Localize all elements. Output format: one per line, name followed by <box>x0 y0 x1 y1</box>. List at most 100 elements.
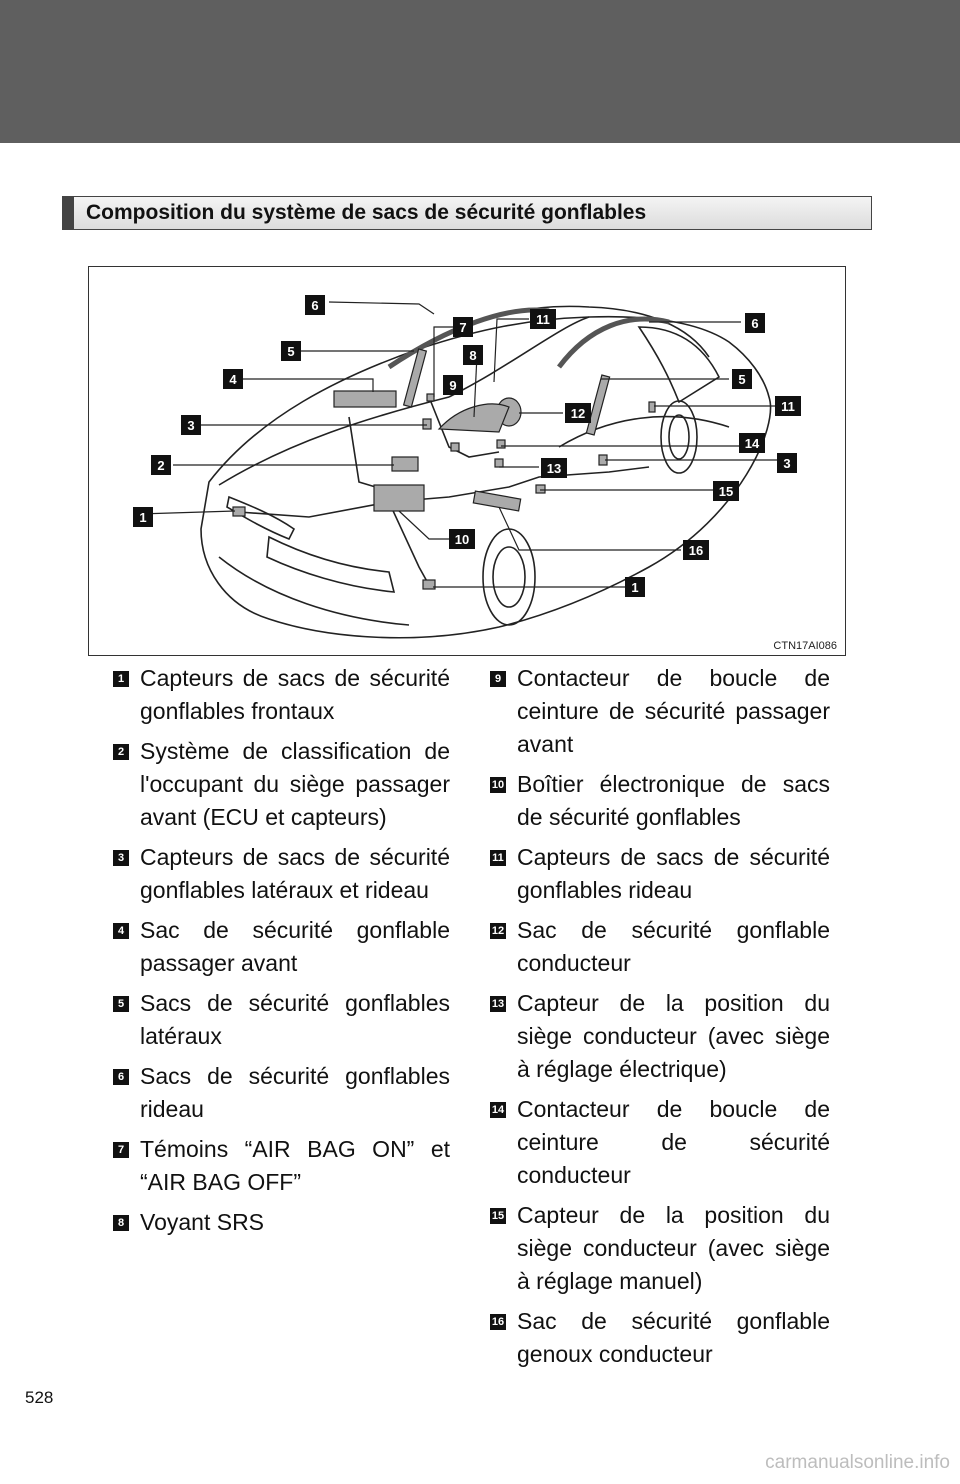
svg-text:15: 15 <box>719 484 733 499</box>
wiring-4 <box>428 396 500 458</box>
callout-8: 8 <box>463 345 483 365</box>
airbag-on-off-indicator <box>426 393 435 402</box>
callout-11-right: 11 <box>775 396 801 416</box>
legend-number-badge: 10 <box>490 777 506 793</box>
legend-item: 16 Sac de sécurité gonflable genoux condu… <box>490 1305 830 1371</box>
svg-text:4: 4 <box>229 372 237 387</box>
side-sensor-left <box>422 418 432 430</box>
svg-text:12: 12 <box>571 406 585 421</box>
wiring <box>238 466 650 518</box>
svg-text:5: 5 <box>287 344 294 359</box>
legend-number-badge: 11 <box>490 850 506 866</box>
hood-line <box>218 396 450 486</box>
callout-5-right: 5 <box>732 369 752 389</box>
legend-text: Voyant SRS <box>140 1209 265 1235</box>
legend-number-badge: 4 <box>113 923 129 939</box>
legend-text: Sac de sécurité gonflable genoux conduct… <box>517 1308 830 1367</box>
legend-number-badge: 7 <box>113 1142 129 1158</box>
seat-position-sensor-manual <box>535 484 546 494</box>
door-line <box>558 415 730 448</box>
callout-2: 2 <box>151 455 171 475</box>
svg-text:10: 10 <box>455 532 469 547</box>
svg-text:11: 11 <box>781 399 795 414</box>
svg-text:9: 9 <box>449 378 456 393</box>
callout-3-left: 3 <box>181 415 201 435</box>
callout-5-left: 5 <box>281 341 301 361</box>
watermark: carmanualsonline.info <box>765 1452 950 1473</box>
legend-text: Sac de sécurité gonflable conducteur <box>517 917 830 976</box>
bumper <box>218 556 410 626</box>
callout-1-right: 1 <box>625 577 645 597</box>
svg-text:11: 11 <box>536 312 550 327</box>
callout-3-right: 3 <box>777 453 797 473</box>
legend-item: 6 Sacs de sécurité gonflables rideau <box>113 1060 450 1126</box>
callout-7: 7 <box>453 317 473 337</box>
svg-text:14: 14 <box>745 436 760 451</box>
svg-text:3: 3 <box>783 456 790 471</box>
legend-number-badge: 2 <box>113 744 129 760</box>
legend-number-badge: 16 <box>490 1314 506 1330</box>
figure-code: CTN17AI086 <box>773 640 837 652</box>
legend-text: Boîtier électronique de sacs de sécurité… <box>517 771 830 830</box>
legend-item: 15 Capteur de la position du siège conduc… <box>490 1199 830 1298</box>
callout-4: 4 <box>223 369 243 389</box>
callout-1-left: 1 <box>133 507 153 527</box>
legend-number-badge: 9 <box>490 671 506 687</box>
legend-number-badge: 15 <box>490 1208 506 1224</box>
buckle-switch-passenger <box>450 442 460 452</box>
callout-15: 15 <box>713 481 739 501</box>
callout-14: 14 <box>739 433 765 453</box>
legend-item: 4 Sac de sécurité gonflable passager avan… <box>113 914 450 980</box>
legend-text: Capteur de la position du siège conducte… <box>517 1202 830 1294</box>
callout-13: 13 <box>541 458 567 478</box>
callout-6-left: 6 <box>305 295 325 315</box>
legend-right: 9 Contacteur de boucle de ceinture de séc… <box>490 662 830 1378</box>
occupant-classification-ecu <box>391 456 419 472</box>
curtain-sensor-right <box>648 401 656 413</box>
legend-number-badge: 6 <box>113 1069 129 1085</box>
legend-number-badge: 1 <box>113 671 129 687</box>
airbag-system-figure: 6 7 11 6 5 8 4 9 5 11 3 12 14 2 13 3 15 … <box>88 266 846 656</box>
side-airbag-right <box>585 374 611 436</box>
grille <box>266 535 396 593</box>
legend-text: Capteur de la position du siège conducte… <box>517 990 830 1082</box>
callout-11-top: 11 <box>530 309 556 329</box>
legend-number-badge: 3 <box>113 850 129 866</box>
svg-text:1: 1 <box>631 580 638 595</box>
front-wheel <box>482 528 536 626</box>
windshield-line <box>448 316 590 398</box>
callout-10: 10 <box>449 529 475 549</box>
legend-text: Sacs de sécurité gonflables rideau <box>140 1063 450 1122</box>
svg-text:7: 7 <box>459 320 466 335</box>
section-header-bar <box>63 197 74 229</box>
legend-item: 11 Capteurs de sacs de sécurité gonflable… <box>490 841 830 907</box>
svg-text:1: 1 <box>139 510 146 525</box>
legend-text: Témoins “AIR BAG ON” et “AIR BAG OFF” <box>140 1136 450 1195</box>
airbag-ecu <box>373 484 425 512</box>
knee-airbag <box>472 490 522 512</box>
svg-text:13: 13 <box>547 461 561 476</box>
legend-text: Sac de sécurité gonflable passager avant <box>140 917 450 976</box>
legend-text: Capteurs de sacs de sécurité gonflables … <box>140 844 450 903</box>
svg-text:3: 3 <box>187 418 194 433</box>
callout-9: 9 <box>443 375 463 395</box>
svg-text:6: 6 <box>311 298 318 313</box>
legend-text: Contacteur de boucle de ceinture de sécu… <box>517 665 830 757</box>
curtain-airbag-right <box>557 316 670 369</box>
svg-text:2: 2 <box>157 458 164 473</box>
wiring-2 <box>388 501 430 586</box>
legend-item: 9 Contacteur de boucle de ceinture de séc… <box>490 662 830 761</box>
side-airbag-left <box>402 348 428 408</box>
callout-16: 16 <box>683 540 709 560</box>
svg-text:6: 6 <box>751 316 758 331</box>
seat-position-sensor <box>494 458 504 468</box>
svg-text:5: 5 <box>738 372 745 387</box>
legend-text: Capteurs de sacs de sécurité gonflables … <box>517 844 830 903</box>
svg-text:16: 16 <box>689 543 703 558</box>
